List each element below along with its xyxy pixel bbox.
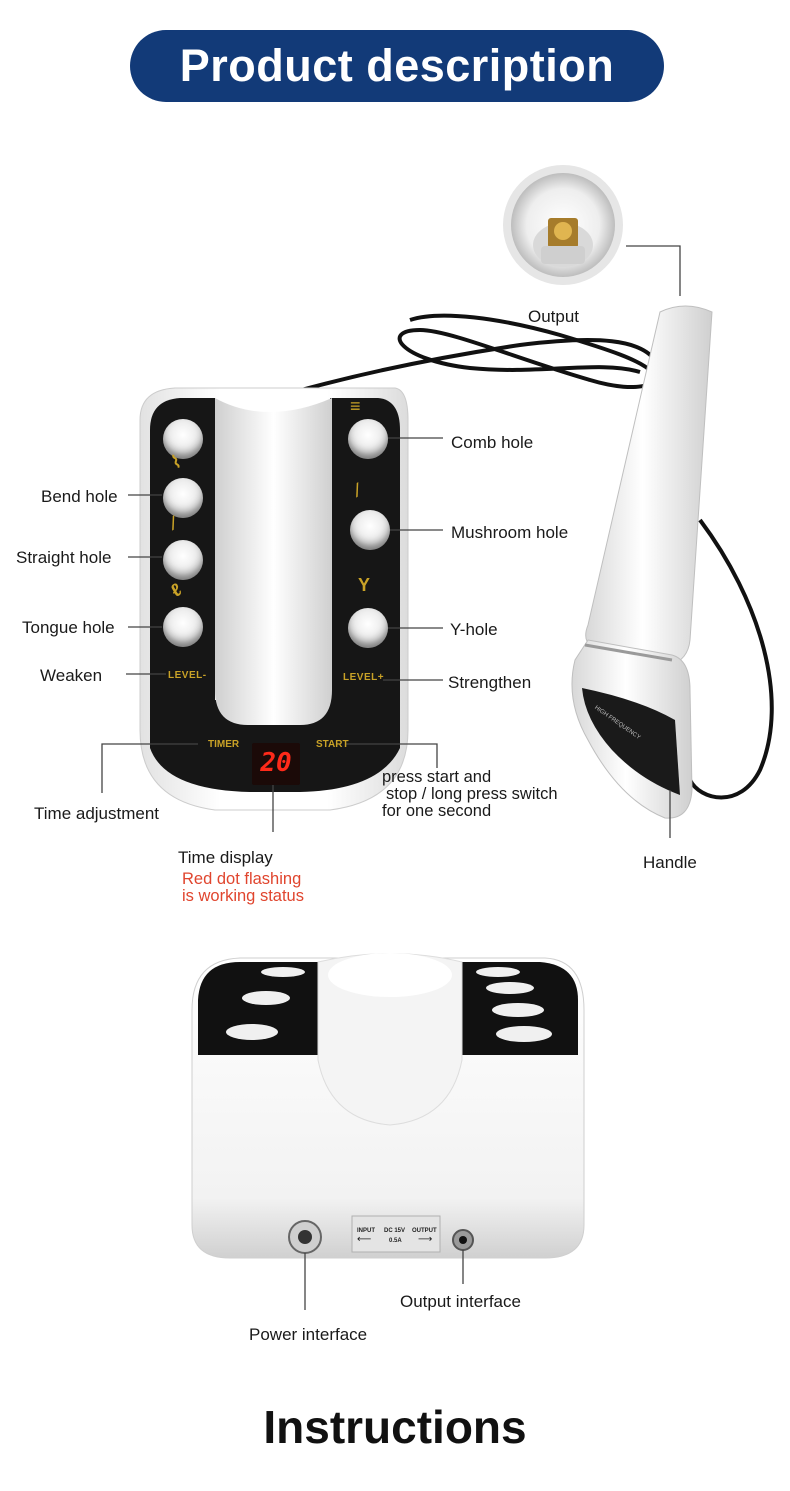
left-arrow-icon: ⟵ [357, 1234, 372, 1245]
page-title: Product description [179, 40, 615, 91]
title-banner: Product description [130, 30, 664, 102]
level-plus-button: LEVEL+ [343, 672, 385, 683]
mushroom-hole [350, 510, 390, 550]
label-tongue-hole: Tongue hole [22, 618, 115, 637]
right-panel [330, 398, 400, 748]
label-press-start: press start and stop / long press switch… [382, 769, 558, 820]
rear-output-text: OUTPUT [412, 1228, 437, 1234]
wand-upper [585, 305, 713, 666]
rear-label-plate [351, 1215, 441, 1253]
press-start-line-2: stop / long press switch [386, 785, 558, 803]
comb-hole [348, 419, 388, 459]
red-dot-line-2: is working status [182, 887, 304, 905]
rear-input-text: INPUT [357, 1228, 375, 1234]
label-y-hole: Y-hole [450, 620, 498, 639]
right-arrow-icon: ⟶ [418, 1234, 433, 1245]
start-button: START [316, 739, 349, 750]
level-minus-button: LEVEL- [168, 670, 207, 681]
label-handle: Handle [643, 853, 697, 872]
wand-grip [582, 688, 680, 795]
section-title-instructions: Instructions [263, 1401, 527, 1453]
label-weaken: Weaken [40, 666, 103, 685]
time-display-screen [252, 743, 300, 785]
label-red-dot: Red dot flashing is working status [182, 871, 304, 905]
bend-hole [163, 478, 203, 518]
label-strengthen: Strengthen [448, 673, 532, 692]
red-dot-line-1: Red dot flashing [182, 870, 302, 888]
wand-cradle [215, 398, 332, 725]
rear-spec-1: DC 15V [384, 1228, 406, 1234]
label-time-display: Time display [178, 848, 273, 867]
hole-left-1 [163, 419, 203, 459]
display-digits: 20 [260, 748, 292, 778]
label-mushroom-hole: Mushroom hole [451, 523, 569, 542]
timer-button: TIMER [208, 739, 240, 750]
press-start-line-1: press start and [382, 768, 492, 786]
rear-spec-2: 0.5A [389, 1238, 402, 1244]
press-start-line-3: for one second [382, 802, 492, 820]
tongue-hole [163, 607, 203, 647]
label-straight-hole: Straight hole [16, 548, 112, 567]
label-power-interface: Power interface [249, 1325, 368, 1344]
label-output: Output [528, 307, 580, 326]
label-comb-hole: Comb hole [451, 433, 534, 452]
y-hole [348, 608, 388, 648]
comb-electrode-icon: ≡ [350, 396, 361, 416]
label-bend-hole: Bend hole [41, 487, 118, 506]
straight-hole [163, 540, 203, 580]
y-electrode-icon: Y [358, 575, 371, 595]
label-output-interface: Output interface [400, 1292, 521, 1311]
label-time-adjustment: Time adjustment [34, 804, 160, 823]
rear-left-panel [198, 962, 318, 1055]
